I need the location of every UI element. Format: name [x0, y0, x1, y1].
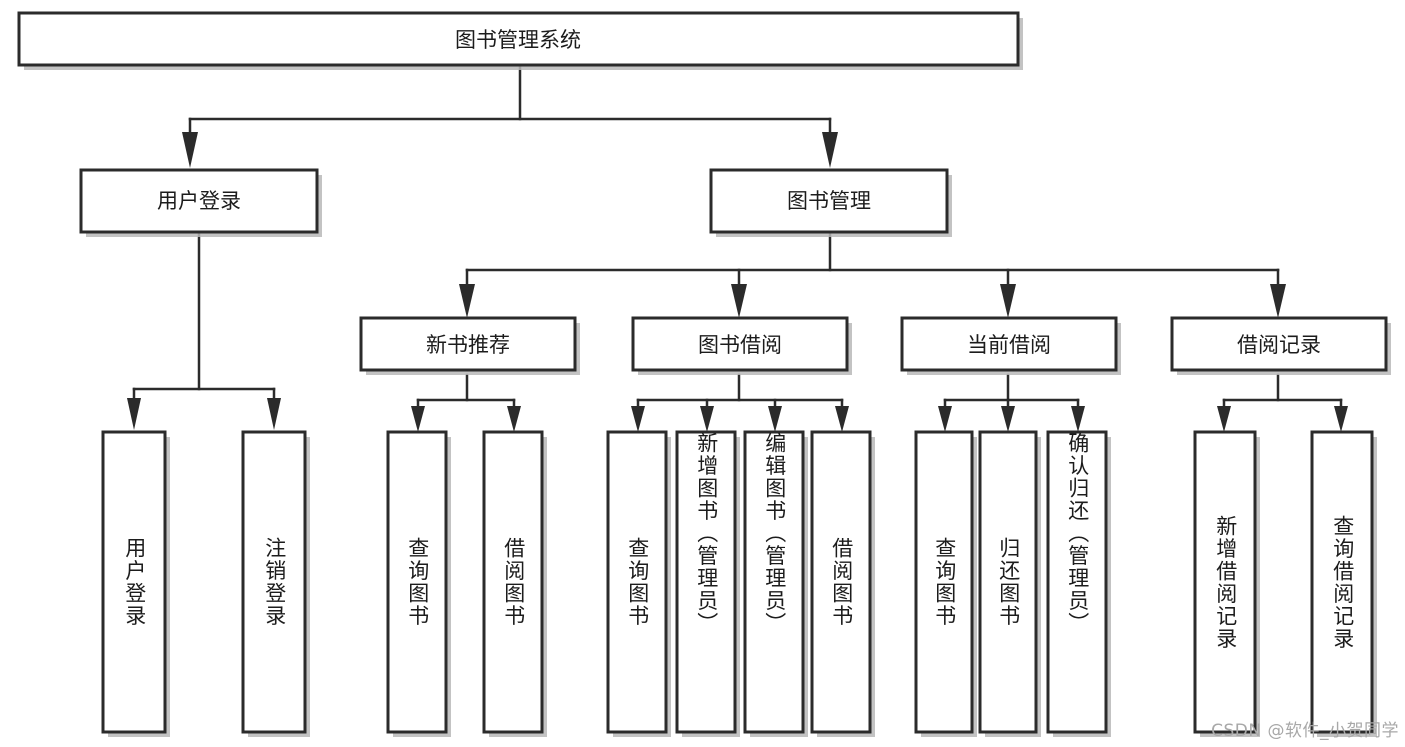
node-new-book-recommend-label: 新书推荐	[426, 333, 510, 357]
connectors-newbookrec-to-leaves	[411, 373, 521, 432]
node-book-management[interactable]: 图书管理	[709, 168, 952, 237]
arrow-head-leaf-query-record	[1334, 406, 1348, 432]
node-borrow-record[interactable]: 借阅记录	[1170, 316, 1391, 375]
connectors-bookborrow-to-leaves	[631, 373, 849, 432]
leaf-box-user-login[interactable]	[101, 430, 167, 734]
node-current-borrow[interactable]: 当前借阅	[900, 316, 1121, 375]
arrow-head-book-borrow	[731, 284, 747, 318]
node-root-box[interactable]	[17, 11, 1020, 67]
arrow-head-leaf-return-book	[1001, 406, 1015, 432]
arrow-head-leaf-edit-book	[768, 406, 782, 432]
node-book-borrow[interactable]: 图书借阅	[631, 316, 852, 375]
leaf-box-borrow-book-1[interactable]	[482, 430, 544, 734]
node-root-label: 图书管理系统	[455, 28, 581, 52]
node-current-borrow-box[interactable]	[900, 316, 1118, 372]
connectors-bookmgmt-to-level3	[459, 231, 1286, 318]
arrow-head-borrow-record	[1270, 284, 1286, 318]
arrow-head-new-book-rec	[459, 284, 475, 318]
node-current-borrow-label: 当前借阅	[967, 333, 1051, 357]
arrow-head-leaf-logout	[267, 398, 281, 430]
csdn-watermark: CSDN @软件_小贺同学	[1211, 721, 1399, 741]
leaf-box-add-record[interactable]	[1193, 430, 1257, 734]
arrow-head-leaf-borrow-book-2	[835, 406, 849, 432]
arrow-head-leaf-confirm-return	[1071, 406, 1085, 432]
node-book-borrow-label: 图书借阅	[698, 333, 782, 357]
leaf-box-query-book-3[interactable]	[914, 430, 974, 734]
arrow-head-current-borrow	[1000, 284, 1016, 318]
node-user-login-box[interactable]	[79, 168, 319, 234]
node-user-login[interactable]: 用户登录	[79, 168, 322, 237]
node-new-book-recommend-box[interactable]	[359, 316, 577, 372]
node-borrow-record-label: 借阅记录	[1237, 333, 1321, 357]
leaf-box-query-book-1[interactable]	[386, 430, 448, 734]
leaf-box-query-book-2[interactable]	[606, 430, 668, 734]
node-book-borrow-box[interactable]	[631, 316, 849, 372]
node-root[interactable]: 图书管理系统	[17, 11, 1023, 70]
node-book-management-label: 图书管理	[787, 189, 871, 213]
leaf-box-confirm-return[interactable]	[1046, 430, 1108, 734]
node-borrow-record-box[interactable]	[1170, 316, 1388, 372]
arrow-head-book-mgmt	[822, 132, 838, 168]
arrow-head-leaf-query-book-3	[938, 406, 952, 432]
node-book-management-box[interactable]	[709, 168, 949, 234]
node-new-book-recommend[interactable]: 新书推荐	[359, 316, 580, 375]
leaf-box-query-record[interactable]	[1310, 430, 1374, 734]
connectors-root-to-level2	[182, 65, 838, 168]
leaf-boxes	[101, 430, 1377, 737]
leaf-box-logout[interactable]	[241, 430, 307, 734]
node-user-login-label: 用户登录	[157, 189, 241, 213]
arrow-head-user-login	[182, 132, 198, 168]
leaf-box-borrow-book-2[interactable]	[810, 430, 872, 734]
connectors-borrowrecord-to-leaves	[1217, 373, 1348, 432]
arrow-head-leaf-query-book-2	[631, 406, 645, 432]
arrow-head-leaf-user-login	[127, 398, 141, 430]
arrow-head-leaf-query-book-1	[411, 406, 425, 432]
leaf-box-edit-book[interactable]	[743, 430, 805, 734]
arrow-head-leaf-add-record	[1217, 406, 1231, 432]
connectors-currentborrow-to-leaves	[938, 373, 1085, 432]
leaf-box-return-book[interactable]	[978, 430, 1038, 734]
arrow-head-leaf-add-book	[700, 406, 714, 432]
arrow-head-leaf-borrow-book-1	[507, 406, 521, 432]
connectors-userlogin-to-leaves	[127, 231, 281, 430]
leaf-box-add-book[interactable]	[675, 430, 737, 734]
